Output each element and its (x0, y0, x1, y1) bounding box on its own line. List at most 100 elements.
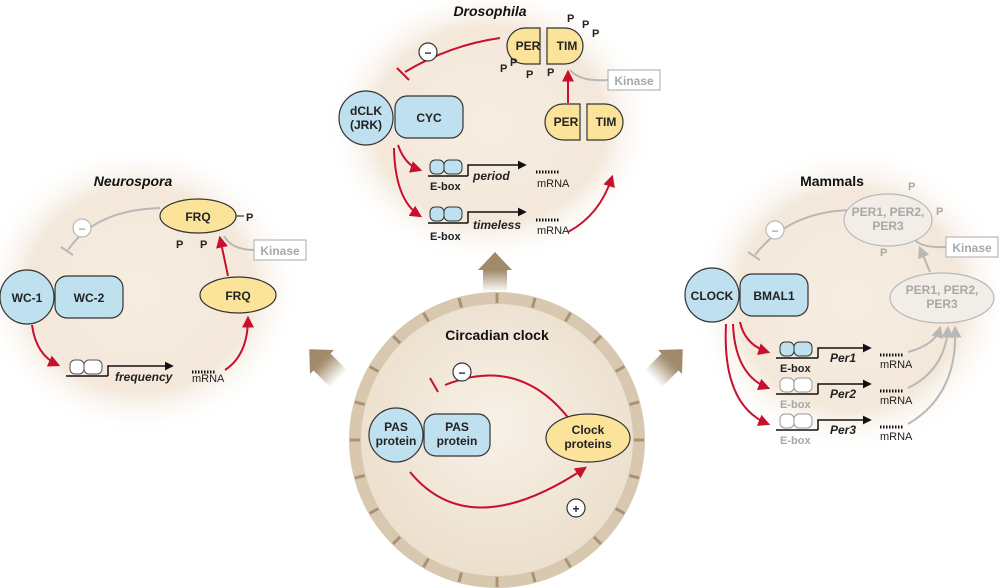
big-arrow-right (644, 349, 683, 388)
svg-text:Per1: Per1 (830, 351, 856, 365)
drosophila-per-phospho (506, 27, 541, 65)
svg-text:mRNA: mRNA (537, 225, 570, 237)
svg-text:E-box: E-box (430, 231, 461, 243)
svg-text:FRQ: FRQ (185, 210, 210, 224)
big-arrow-up (478, 252, 512, 292)
svg-text:−: − (771, 224, 778, 238)
center-pas-protein-1 (368, 407, 424, 463)
svg-text:dCLK: dCLK (350, 104, 382, 118)
neurospora-panel: Neurospora − FRQ P P P Kinase FRQ WC-1 W… (0, 173, 307, 385)
svg-text:Per2: Per2 (830, 387, 856, 401)
drosophila-cyc (394, 95, 464, 139)
svg-text:(JRK): (JRK) (350, 118, 382, 132)
mammals-minus-icon (765, 220, 785, 240)
svg-text:Per3: Per3 (830, 423, 856, 437)
clock-ticks (350, 293, 644, 587)
phospho-label: P (592, 28, 599, 40)
clock-tick (354, 474, 366, 480)
svg-text:TIM: TIM (557, 39, 578, 53)
clock-tick (354, 400, 366, 406)
svg-text:protein: protein (376, 434, 417, 448)
svg-text:E-box: E-box (430, 181, 461, 193)
svg-text:PER: PER (554, 115, 579, 129)
svg-text:−: − (78, 222, 85, 236)
svg-text:E-box: E-box (780, 399, 811, 411)
svg-text:PER1, PER2,: PER1, PER2, (852, 205, 925, 219)
clock-tick (457, 297, 463, 309)
svg-text:E-box: E-box (780, 435, 811, 447)
clock-tick (391, 334, 402, 345)
clock-tick (422, 311, 430, 323)
svg-text:PER3: PER3 (872, 219, 904, 233)
drosophila-dclk (338, 90, 394, 146)
big-arrow-left (309, 349, 348, 388)
center-activation-arc (409, 466, 587, 509)
drosophila-timeless-gene: E-box timeless mRNA (428, 206, 570, 243)
drosophila-tim (586, 103, 624, 141)
drosophila-minus-icon (418, 42, 438, 62)
svg-text:mRNA: mRNA (880, 431, 913, 443)
center-minus-icon (452, 362, 472, 382)
mammals-per1-gene: E-box Per1 mRNA (776, 341, 913, 375)
svg-text:Kinase: Kinase (952, 241, 992, 255)
drosophila-panel: Drosophila − PER TIM P P P P P P P Kinas… (338, 3, 661, 243)
svg-text:mRNA: mRNA (537, 178, 570, 190)
neurospora-minus-icon (72, 218, 92, 238)
svg-text:timeless: timeless (473, 218, 521, 232)
drosophila-repression-bar (396, 67, 410, 81)
neurospora-frequency-gene: frequency mRNA (66, 359, 225, 385)
svg-text:Kinase: Kinase (614, 74, 654, 88)
clock-tick (592, 535, 603, 546)
center-pas-protein-2 (423, 413, 491, 457)
center-clock-proteins (545, 413, 631, 463)
drosophila-activation-arrow (393, 147, 423, 218)
center-title: Circadian clock (445, 327, 549, 343)
clock-tick (531, 297, 537, 309)
svg-text:CLOCK: CLOCK (691, 289, 734, 303)
mammals-title: Mammals (800, 173, 864, 189)
clock-tick (422, 557, 430, 569)
clock-tick (614, 507, 626, 515)
svg-text:proteins: proteins (564, 437, 612, 451)
svg-text:period: period (472, 169, 510, 183)
svg-text:PER: PER (516, 39, 541, 53)
svg-text:P: P (908, 181, 915, 193)
neurospora-title: Neurospora (94, 173, 173, 189)
svg-text:Clock: Clock (572, 423, 605, 437)
mammals-per2-gene: E-box Per2 mRNA (776, 377, 913, 411)
svg-text:mRNA: mRNA (192, 373, 225, 385)
drosophila-tim-phospho (546, 27, 584, 65)
svg-text:−: − (424, 46, 431, 60)
mammals-per-complex (889, 272, 995, 324)
svg-text:P: P (880, 247, 887, 259)
phospho-label: P (582, 19, 589, 31)
phospho-label: P (526, 69, 533, 81)
svg-text:frequency: frequency (115, 370, 174, 384)
drosophila-repression-arc (404, 37, 501, 73)
clock-tick (368, 365, 380, 373)
clock-tick (531, 571, 537, 583)
mammals-per3-gene: E-box Per3 mRNA (776, 413, 913, 447)
center-plus-icon (566, 498, 586, 518)
phospho-label: P (176, 239, 183, 251)
svg-text:−: − (458, 366, 465, 380)
neurospora-wc1 (0, 269, 55, 325)
svg-text:mRNA: mRNA (880, 395, 913, 407)
mammals-per-complex-phospho (843, 193, 933, 247)
drosophila-per (544, 103, 581, 141)
svg-text:P: P (936, 206, 943, 218)
clock-tick (457, 571, 463, 583)
clock-tick (592, 334, 603, 345)
svg-text:protein: protein (437, 434, 478, 448)
svg-text:CYC: CYC (416, 111, 442, 125)
svg-text:BMAL1: BMAL1 (753, 289, 795, 303)
svg-text:PAS: PAS (384, 420, 408, 434)
drosophila-activation-arrow (397, 144, 423, 173)
clock-tick (564, 557, 572, 569)
clock-tick (614, 365, 626, 373)
clock-face (361, 304, 633, 576)
svg-text:WC-1: WC-1 (12, 291, 43, 305)
svg-text:PER3: PER3 (926, 297, 958, 311)
phospho-label: P (510, 57, 517, 69)
